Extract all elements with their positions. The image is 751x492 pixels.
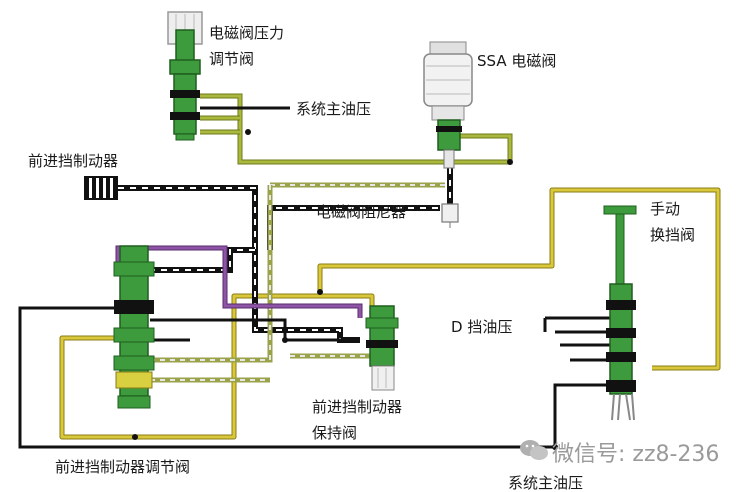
pressure-solenoid-label-line1: 电磁阀压力 xyxy=(209,24,285,42)
solenoid-damper-label: 电磁阀阻尼器 xyxy=(316,203,407,221)
manual-shift-valve xyxy=(603,205,637,421)
purple-line xyxy=(115,245,363,318)
regulator-valve-label: 前进挡制动器调节阀 xyxy=(55,458,191,476)
forward-clutch-hold-valve xyxy=(365,305,399,391)
main-pressure-top-label: 系统主油压 xyxy=(296,100,372,118)
forward-clutch-label: 前进挡制动器 xyxy=(28,152,119,170)
manual-valve-label-line1: 手动 xyxy=(650,200,681,218)
pressure-solenoid-label-line2: 调节阀 xyxy=(209,50,255,68)
ssa-solenoid-valve xyxy=(423,41,473,169)
yellow-pressure-lines xyxy=(59,187,721,440)
flow-marker-dots xyxy=(132,129,558,450)
ssa-solenoid-label: SSA 电磁阀 xyxy=(477,52,557,70)
main-pressure-bottom-label: 系统主油压 xyxy=(508,474,584,492)
dashed-clutch-lines xyxy=(118,168,453,343)
gray-dashed-lines xyxy=(150,182,445,383)
hold-valve-label-line1: 前进挡制动器 xyxy=(312,398,403,416)
wechat-icon xyxy=(520,440,548,460)
d-range-pressure-label: D 挡油压 xyxy=(451,318,513,336)
manual-valve-label-line2: 换挡阀 xyxy=(650,226,696,244)
hold-valve-label-line2: 保持阀 xyxy=(312,424,358,442)
solenoid-damper xyxy=(441,203,459,228)
watermark-text: 微信号: zz8-236 xyxy=(552,442,720,467)
pressure-solenoid-regulating-valve xyxy=(167,11,203,141)
forward-clutch-regulator-valve xyxy=(113,245,155,409)
forward-clutch-symbol xyxy=(84,176,118,200)
black-main-pressure-lines xyxy=(18,106,610,449)
